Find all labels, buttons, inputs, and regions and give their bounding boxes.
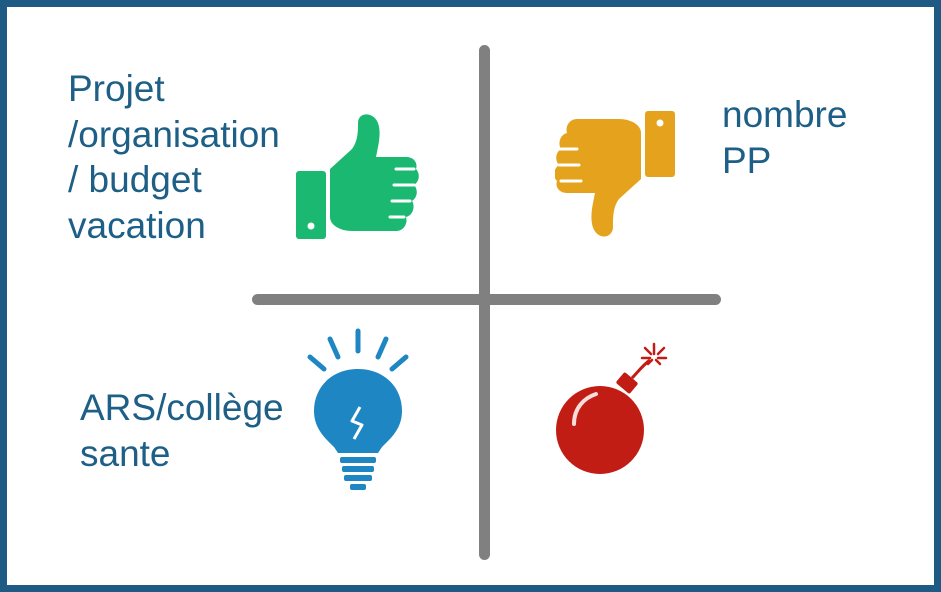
thumbs-down-icon [555,103,677,241]
bomb-icon [552,342,672,482]
quadrant-top-left-text: Projet /organisation / budget vacation [68,68,280,246]
thumbs-up-icon [296,113,420,241]
horizontal-divider [252,294,721,305]
quadrant-bottom-left-text: ARS/collège sante [80,387,284,474]
quadrant-top-right-text: nombre PP [722,94,848,181]
lightbulb-icon [300,325,420,495]
